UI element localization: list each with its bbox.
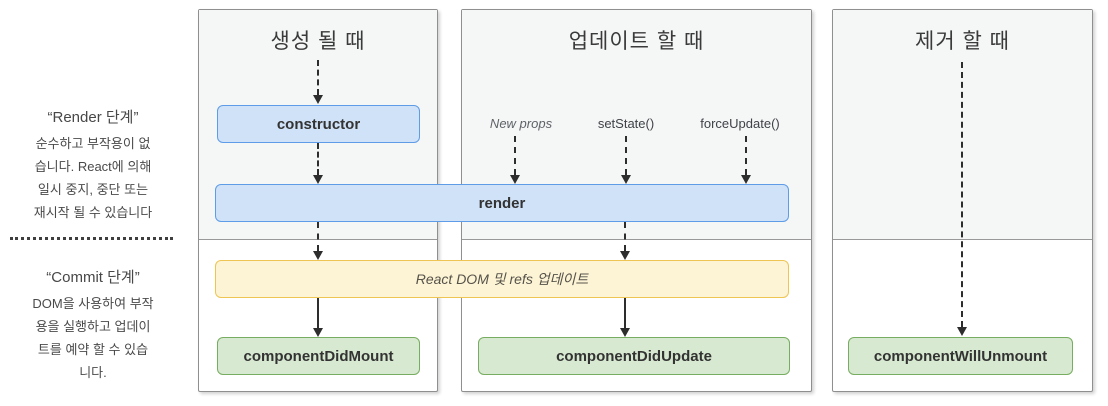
commit-phase-description-line: 용을 실행하고 업데이 (35, 319, 151, 334)
arrow-new-props-to-render (514, 136, 516, 175)
render-phase-title: “Render 단계” (47, 109, 139, 126)
constructor-node: constructor (217, 105, 420, 143)
component-did-mount-node: componentDidMount (217, 337, 420, 375)
update-panel-title: 업데이트 할 때 (568, 30, 705, 53)
commit-phase-description-line: 트를 예약 할 수 있습 (37, 342, 149, 357)
arrow-dom-update-to-did-update (624, 298, 626, 328)
dom-update-node: React DOM 및 refs 업데이트 (215, 260, 789, 298)
arrowhead (621, 175, 631, 184)
render-phase-note: “Render 단계” 순수하고 부작용이 없 습니다. React에 의해 일… (0, 106, 186, 224)
arrowhead (957, 327, 967, 336)
component-did-update-node: componentDidUpdate (478, 337, 790, 375)
set-state-label: setState() (597, 116, 655, 131)
arrow-dom-update-to-did-mount (317, 298, 319, 328)
new-props-label: New props (489, 116, 553, 131)
arrowhead (620, 251, 630, 260)
phase-divider (10, 237, 173, 240)
mount-panel-title: 생성 될 때 (270, 30, 366, 53)
commit-phase-note: “Commit 단계” DOM을 사용하여 부작 용을 실행하고 업데이 트를 … (0, 266, 186, 384)
arrowhead (510, 175, 520, 184)
arrowhead (741, 175, 751, 184)
arrowhead (313, 175, 323, 184)
arrowhead (620, 328, 630, 337)
arrowhead (313, 95, 323, 104)
render-phase-description-line: 습니다. React에 의해 (34, 159, 152, 174)
commit-phase-description-line: DOM을 사용하여 부작 (32, 296, 154, 311)
arrowhead (313, 251, 323, 260)
render-phase-description-line: 일시 중지, 중단 또는 (37, 182, 149, 197)
commit-phase-title: “Commit 단계” (46, 269, 140, 286)
arrow-render-to-dom-update-update (624, 222, 626, 251)
force-update-label: forceUpdate() (700, 116, 780, 131)
arrow-unmount-title-to-will-unmount (961, 62, 963, 327)
arrow-render-to-dom-update-mount (317, 222, 319, 251)
arrow-force-update-to-render (745, 136, 747, 175)
arrow-mount-title-to-constructor (317, 60, 319, 95)
unmount-panel-title: 제거 할 때 (915, 30, 1010, 53)
commit-phase-description-line: 니다. (79, 365, 107, 380)
render-node: render (215, 184, 789, 222)
component-will-unmount-node: componentWillUnmount (848, 337, 1073, 375)
render-phase-description-line: 재시작 될 수 있습니다 (33, 205, 153, 220)
render-phase-description-line: 순수하고 부작용이 없 (35, 136, 151, 151)
arrow-constructor-to-render (317, 143, 319, 175)
arrowhead (313, 328, 323, 337)
arrow-set-state-to-render (625, 136, 627, 175)
